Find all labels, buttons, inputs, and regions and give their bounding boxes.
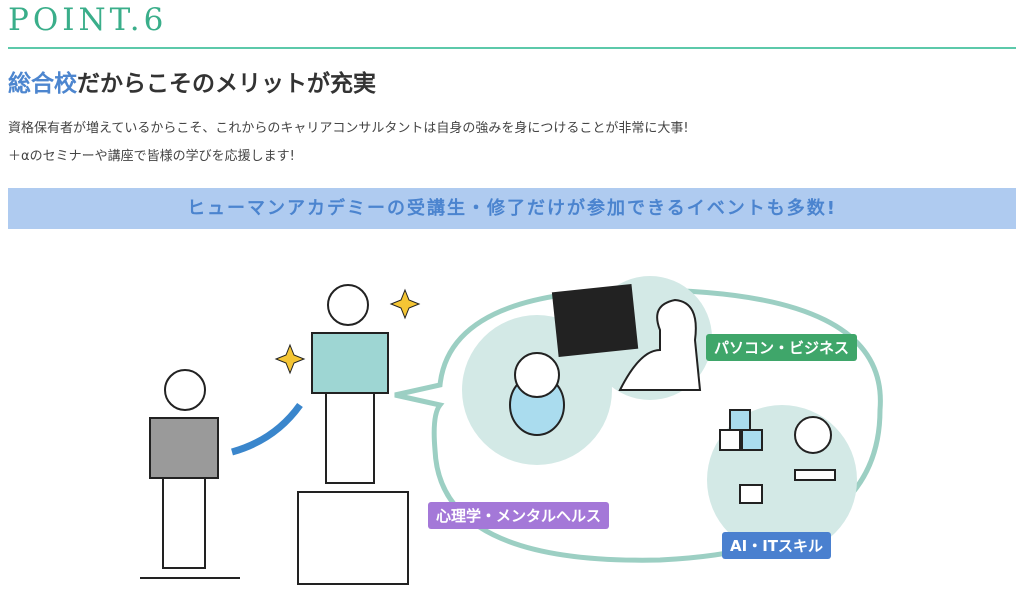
- illustration: [140, 276, 883, 585]
- divider: [8, 47, 1016, 49]
- podium: [297, 491, 409, 585]
- tag-pc-business: パソコン・ビジネス: [706, 334, 858, 361]
- title-rest: だからこそのメリットが充実: [77, 71, 376, 97]
- tag-psychology: 心理学・メンタルヘルス: [428, 502, 610, 529]
- point-heading: POINT.6: [8, 2, 168, 38]
- description-line-2: ＋αのセミナーや講座で皆様の学びを応援します!: [8, 149, 295, 164]
- person-at-pc: [618, 298, 702, 391]
- title-highlight: 総合校: [8, 71, 77, 97]
- description-line-1: 資格保有者が増えているからこそ、これからのキャリアコンサルタントは自身の強みを身…: [8, 121, 689, 136]
- monitor-icon: [551, 283, 639, 358]
- woman-standing: [140, 369, 240, 579]
- arrow-icon: [231, 402, 303, 456]
- tag-ai-it: AI・ITスキル: [722, 532, 832, 559]
- section-title: 総合校だからこそのメリットが充実: [8, 64, 376, 98]
- woman-on-box: [297, 284, 409, 585]
- events-banner: ヒューマンアカデミーの受講生・修了だけが参加できるイベントも多数!: [8, 188, 1016, 229]
- ai-icons: [719, 409, 836, 504]
- sparkle-icon: [274, 288, 421, 375]
